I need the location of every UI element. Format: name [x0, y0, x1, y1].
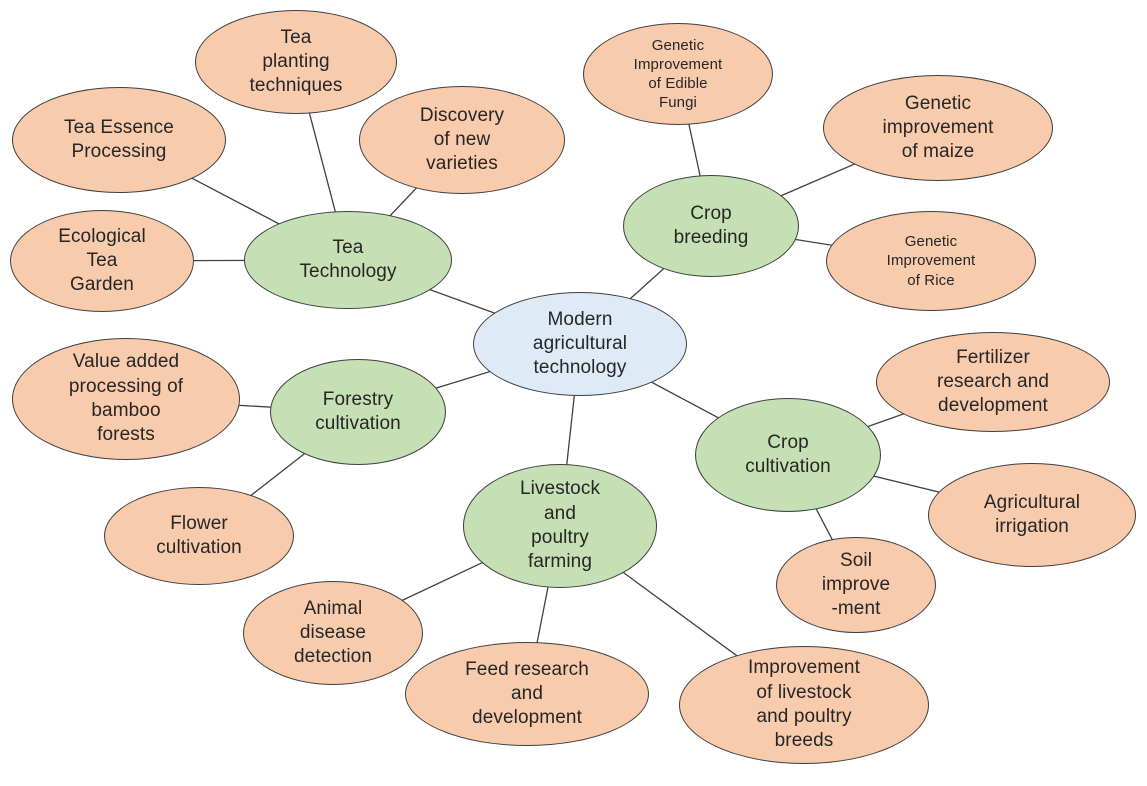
node-crop-breeding: Crop breeding	[623, 175, 799, 277]
node-discovery-of-new-varieties: Discovery of new varieties	[359, 86, 565, 194]
node-forestry-cultivation: Forestry cultivation	[270, 359, 446, 465]
node-improvement-of-livestock-and-poultry-breeds: Improvement of livestock and poultry bre…	[679, 646, 929, 764]
node-soil-improvement: Soil improve -ment	[776, 537, 936, 633]
node-agricultural-irrigation: Agricultural irrigation	[928, 463, 1136, 567]
node-crop-cultivation: Crop cultivation	[695, 398, 881, 512]
node-animal-disease-detection: Animal disease detection	[243, 581, 423, 685]
node-genetic-improvement-of-edible-fungi: Genetic Improvement of Edible Fungi	[583, 23, 773, 125]
node-genetic-improvement-of-maize: Genetic improvement of maize	[823, 75, 1053, 181]
node-genetic-improvement-of-rice: Genetic Improvement of Rice	[826, 211, 1036, 311]
node-feed-research-and-development: Feed research and development	[405, 642, 649, 746]
node-livestock-and-poultry-farming: Livestock and poultry farming	[463, 464, 657, 588]
node-tea-technology: Tea Technology	[244, 211, 452, 309]
node-flower-cultivation: Flower cultivation	[104, 487, 294, 585]
node-fertilizer-research-and-development: Fertilizer research and development	[876, 332, 1110, 432]
node-ecological-tea-garden: Ecological Tea Garden	[10, 210, 194, 312]
node-tea-essence-processing: Tea Essence Processing	[12, 87, 226, 193]
node-tea-planting-techniques: Tea planting techniques	[195, 10, 397, 114]
node-modern-agricultural-technology: Modern agricultural technology	[473, 292, 687, 396]
node-value-added-processing-of-bamboo-forests: Value added processing of bamboo forests	[12, 338, 240, 460]
